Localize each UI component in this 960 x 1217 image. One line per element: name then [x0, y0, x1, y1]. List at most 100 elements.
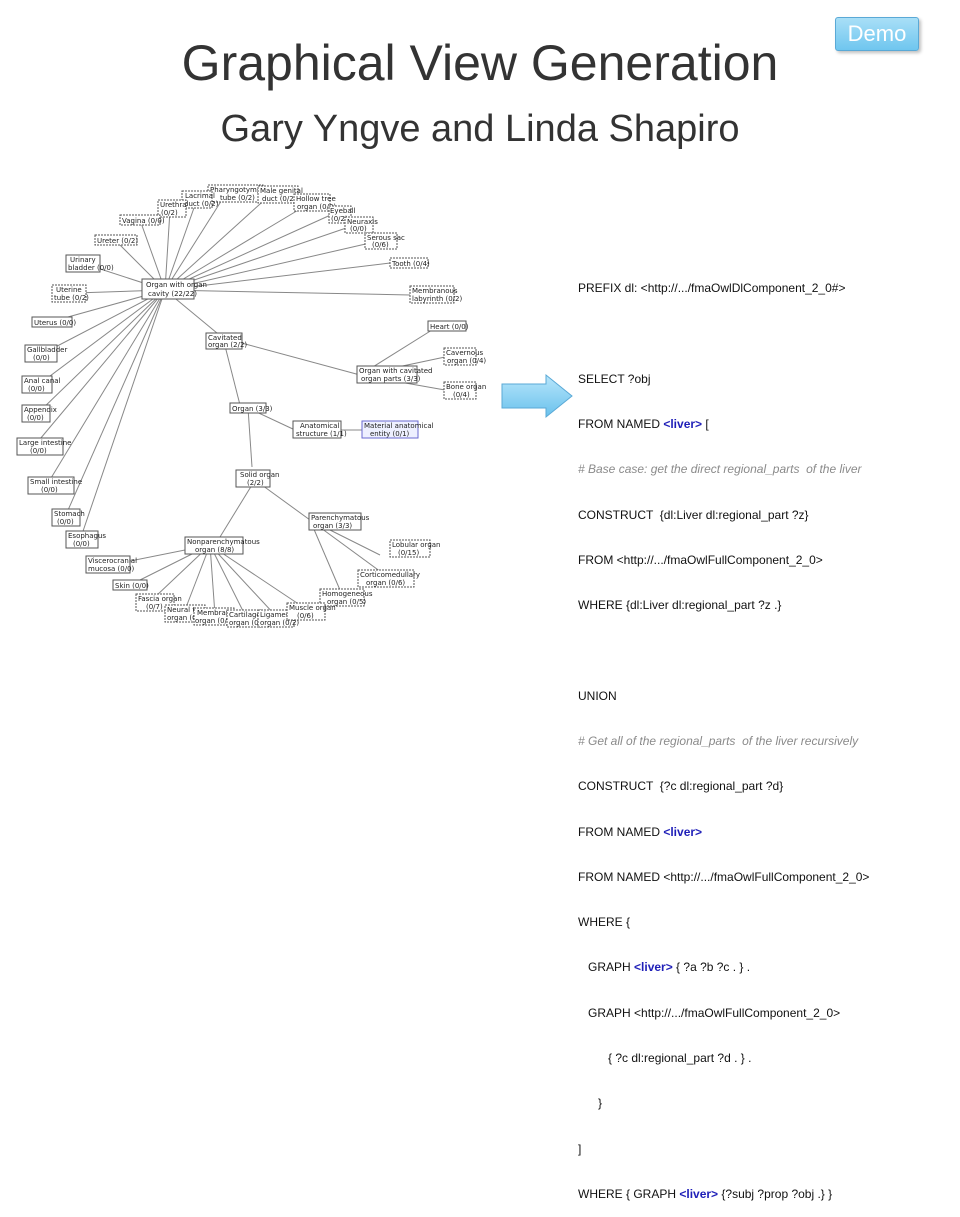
right-arrow-icon [501, 373, 573, 419]
svg-text:organ (8/8): organ (8/8) [195, 546, 234, 554]
node-serous-sac: Serous sac (0/6) [364, 232, 405, 250]
svg-text:Ureter (0/2): Ureter (0/2) [97, 237, 138, 245]
svg-text:(0/2): (0/2) [331, 215, 348, 223]
svg-text:Cartilage: Cartilage [229, 611, 261, 619]
slide-subtitle: Gary Yngve and Linda Shapiro [220, 108, 740, 150]
svg-text:(0/4): (0/4) [453, 391, 470, 399]
svg-text:(0/0): (0/0) [33, 354, 50, 362]
svg-text:Urethra: Urethra [160, 201, 187, 209]
svg-text:tube (0/2): tube (0/2) [220, 194, 255, 202]
svg-text:Heart (0/0): Heart (0/0) [430, 323, 469, 331]
query-line [578, 326, 869, 341]
svg-text:Membranous: Membranous [412, 287, 458, 295]
query-line: WHERE { GRAPH <liver> {?subj ?prop ?obj … [578, 1186, 833, 1201]
svg-text:Hollow tree: Hollow tree [296, 195, 336, 203]
svg-text:organ (0/19): organ (0/19) [195, 617, 239, 625]
query-line: FROM <http://.../fmaOwlFullComponent_2_0… [578, 552, 823, 567]
svg-text:organ (0/6): organ (0/6) [167, 614, 206, 622]
svg-text:Gallbladder: Gallbladder [27, 346, 67, 354]
node-large-intestine: Large intestine (0/0) [16, 437, 71, 456]
svg-text:(0/6): (0/6) [297, 612, 314, 620]
query-line: GRAPH <http://.../fmaOwlFullComponent_2_… [578, 1005, 841, 1020]
svg-text:Viscerocranial: Viscerocranial [88, 557, 137, 565]
svg-text:Anatomical: Anatomical [300, 422, 339, 430]
node-organ: Organ (3/3) [229, 402, 273, 414]
svg-text:Lobular organ: Lobular organ [392, 541, 440, 549]
node-hollow-tree: Hollow tree organ (0/3) [293, 193, 336, 212]
svg-text:(0/0): (0/0) [27, 414, 44, 422]
svg-text:Muscle organ: Muscle organ [289, 604, 336, 612]
svg-text:structure (1/1): structure (1/1) [296, 430, 347, 438]
svg-text:Ligament: Ligament [260, 611, 293, 619]
svg-text:Bone organ: Bone organ [446, 383, 486, 391]
svg-text:Corticomedullary: Corticomedullary [360, 571, 420, 579]
node-neuraxis: Neuraxis (0/0) [344, 216, 378, 234]
node-skin: Skin (0/0) [112, 579, 149, 591]
node-appendix: Appendix (0/0) [21, 404, 57, 423]
query-line: } [578, 1096, 603, 1111]
svg-text:Uterus (0/0): Uterus (0/0) [34, 319, 76, 327]
node-anatomical-structure: Anatomical structure (1/1) [292, 420, 347, 439]
node-uterus: Uterus (0/0) [31, 316, 76, 328]
node-gallbladder: Gallbladder (0/0) [24, 344, 67, 363]
node-homogeneous: Homogeneous organ (0/5) [319, 588, 373, 607]
svg-text:Serous sac: Serous sac [367, 234, 405, 242]
svg-text:Cavitated: Cavitated [208, 334, 242, 342]
svg-text:entity (0/1): entity (0/1) [370, 430, 410, 438]
svg-text:organ (0/6): organ (0/6) [366, 579, 405, 587]
svg-text:mucosa (0/0): mucosa (0/0) [88, 565, 135, 573]
svg-text:duct (0/2): duct (0/2) [262, 195, 297, 203]
svg-text:(0/6): (0/6) [372, 241, 389, 249]
node-cartilage: Cartilage organ (0/7) [226, 609, 268, 628]
svg-text:Fascia organ: Fascia organ [138, 595, 182, 603]
node-lacrimal: Lacrimal duct (0/2) [181, 190, 219, 209]
svg-text:organ (0/5): organ (0/5) [327, 598, 366, 606]
query-line: WHERE { [578, 915, 631, 930]
svg-text:Urinary: Urinary [70, 256, 96, 264]
node-tooth: Tooth (0/4) [389, 257, 430, 269]
svg-text:organ (0/2): organ (0/2) [260, 619, 299, 627]
node-solid-organ: Solid organ (2/2) [235, 469, 280, 488]
graph-edges [34, 194, 446, 616]
svg-text:Anal canal: Anal canal [24, 377, 61, 385]
svg-text:Uterine: Uterine [56, 286, 82, 294]
svg-text:Male genital: Male genital [260, 187, 303, 195]
query-line: WHERE {dl:Liver dl:regional_part ?z .} [578, 598, 782, 613]
svg-text:organ parts (3/3): organ parts (3/3) [361, 375, 421, 383]
query-line: { ?c dl:regional_part ?d . } . [578, 1050, 752, 1065]
svg-text:(2/2): (2/2) [247, 479, 264, 487]
svg-text:Appendix: Appendix [24, 406, 57, 414]
svg-text:Organ with cavitated: Organ with cavitated [359, 367, 433, 375]
svg-text:(0/0): (0/0) [28, 385, 45, 393]
node-cavitated: Cavitated organ (2/2) [205, 332, 247, 350]
svg-text:(0/0): (0/0) [57, 518, 74, 526]
node-visceral-mucosa: Viscerocranial mucosa (0/0) [85, 555, 137, 574]
svg-text:organ (0/3): organ (0/3) [297, 203, 336, 211]
node-corticomedullary: Corticomedullary organ (0/6) [357, 569, 420, 588]
node-ligament: Ligament organ (0/2) [257, 609, 299, 628]
svg-text:Solid organ: Solid organ [240, 471, 280, 479]
query-line: FROM NAMED <liver> [ [578, 417, 709, 432]
node-heart: Heart (0/0) [427, 320, 469, 332]
node-male-genital: Male genital duct (0/2) [257, 185, 303, 204]
query-line [578, 643, 869, 658]
node-bone: Bone organ (0/4) [443, 381, 486, 400]
node-nonparenchymatous: Nonparenchymatous organ (8/8) [184, 536, 260, 555]
query-line: FROM NAMED <http://.../fmaOwlFullCompone… [578, 869, 870, 884]
node-urethra: Urethra (0/2) [157, 199, 187, 218]
query-comment: # Base case: get the direct regional_par… [578, 462, 862, 477]
node-membrane: Membrane organ (0/19) [193, 607, 239, 626]
svg-text:Organ (3/3): Organ (3/3) [232, 405, 273, 413]
svg-text:(0/0): (0/0) [73, 540, 90, 548]
node-membranous-labyrinth: Membranous labyrinth (0/2) [409, 285, 462, 304]
node-urinary-bladder: Urinary bladder (0/0) [65, 254, 114, 273]
svg-text:Skin (0/0): Skin (0/0) [115, 582, 149, 590]
svg-text:bladder (0/0): bladder (0/0) [68, 264, 114, 272]
svg-text:duct (0/2): duct (0/2) [184, 200, 219, 208]
node-uterine-tube: Uterine tube (0/2) [51, 284, 89, 303]
query-line: FROM NAMED <liver> [578, 824, 703, 839]
svg-text:Homogeneous: Homogeneous [322, 590, 373, 598]
demo-button[interactable]: Demo [835, 17, 919, 51]
node-esophagus: Esophagus (0/0) [65, 530, 106, 549]
svg-text:organ (2/2): organ (2/2) [208, 341, 247, 349]
